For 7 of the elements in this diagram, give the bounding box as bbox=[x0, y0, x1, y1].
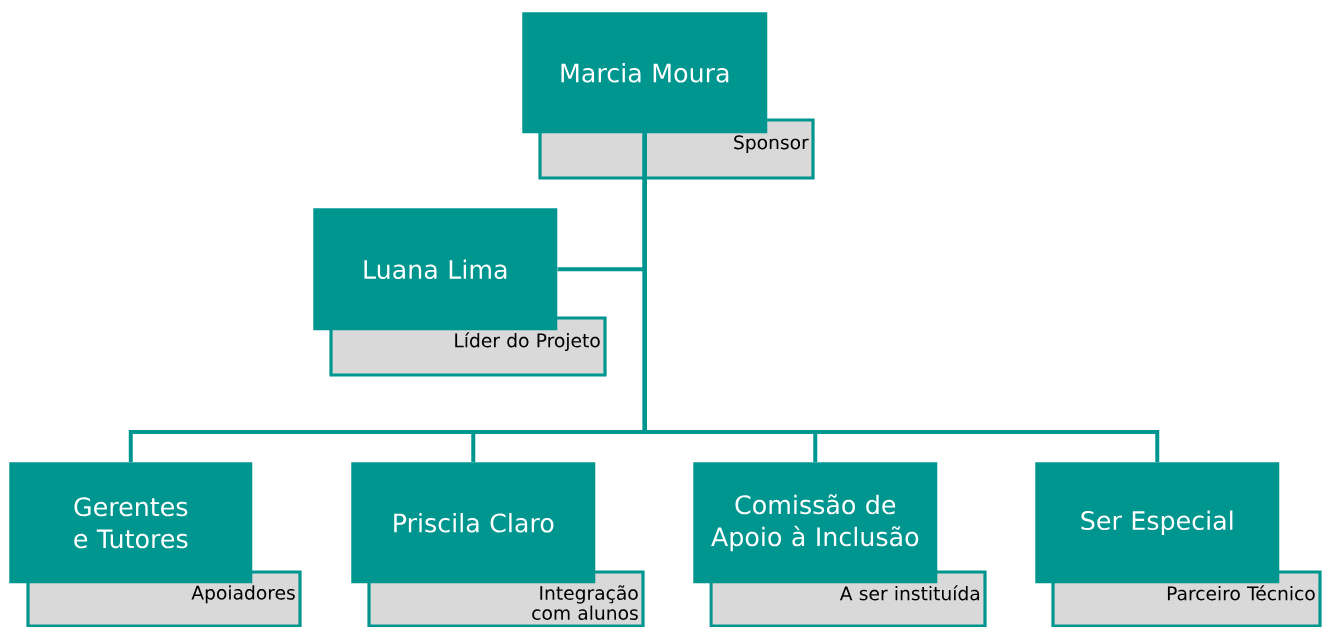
name-box: Comissão de Apoio à Inclusão bbox=[693, 462, 938, 584]
name-box: Marcia Moura bbox=[522, 12, 768, 134]
connector-line bbox=[642, 133, 1160, 462]
name-box: Luana Lima bbox=[313, 208, 558, 331]
name-box: Gerentes e Tutores bbox=[9, 462, 253, 584]
name-box: Ser Especial bbox=[1035, 462, 1280, 584]
name-box: Priscila Claro bbox=[351, 462, 596, 584]
